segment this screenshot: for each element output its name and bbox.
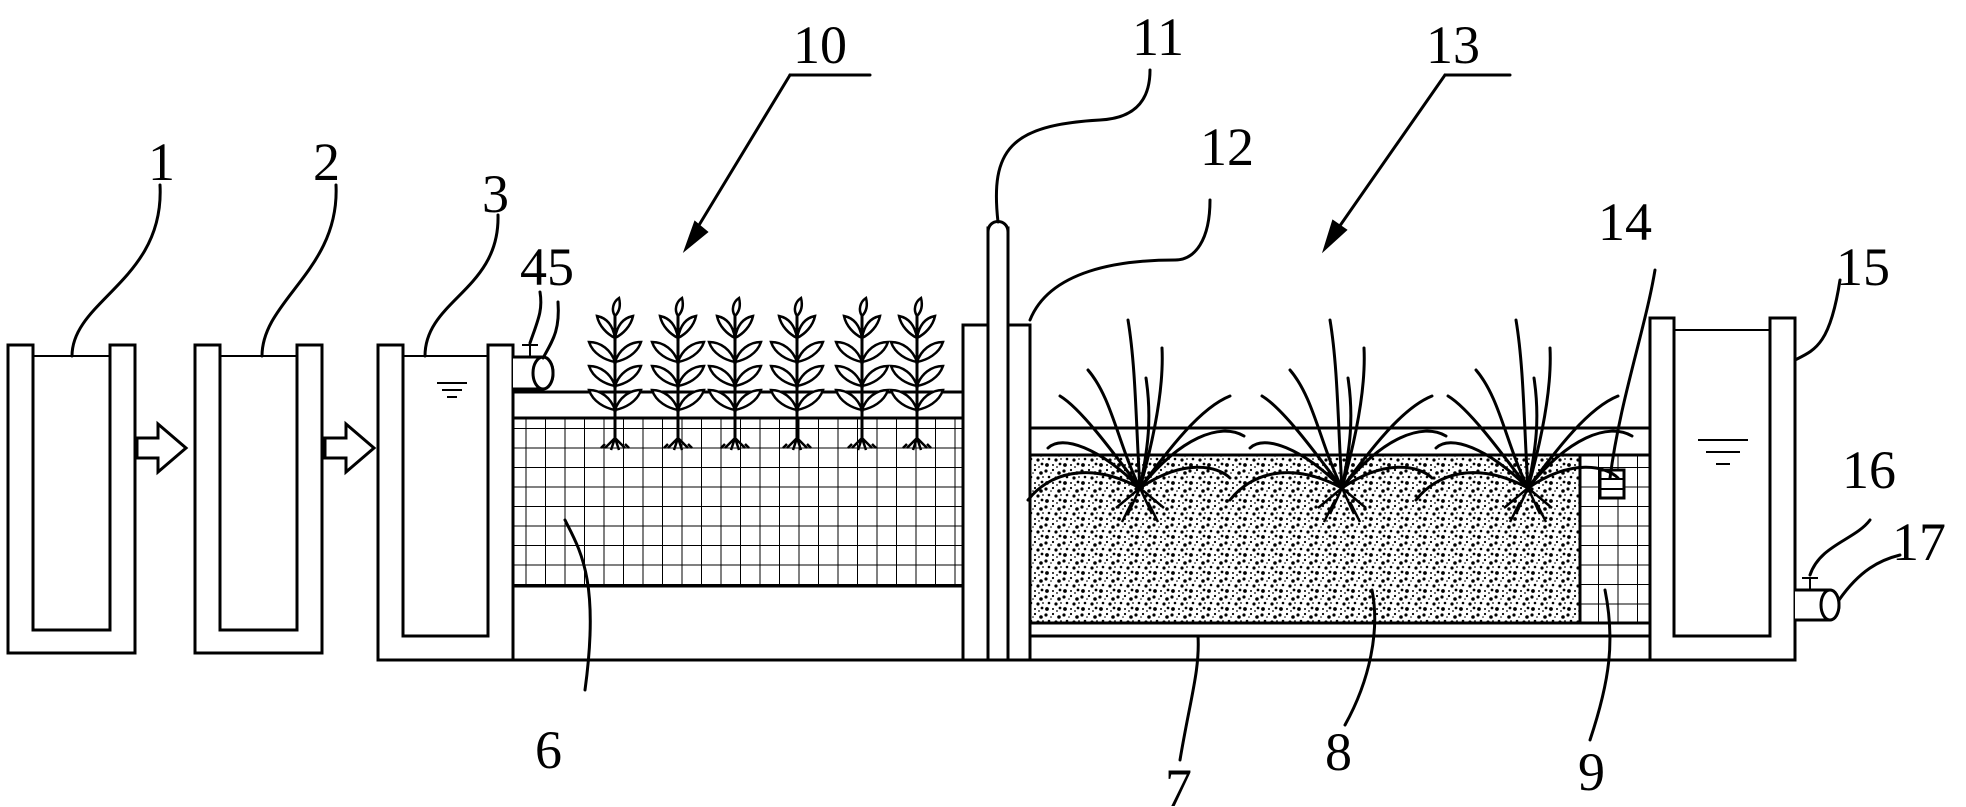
label-10: 10	[793, 15, 847, 75]
arrow-10	[682, 73, 872, 254]
label-1: 1	[148, 132, 175, 192]
label-3: 3	[482, 164, 509, 224]
tank-3	[376, 343, 515, 662]
label-14: 14	[1598, 192, 1652, 252]
label-7: 7	[1165, 758, 1192, 807]
label-2: 2	[313, 132, 340, 192]
partition-wall	[961, 220, 1032, 662]
floating-bed-section	[511, 390, 965, 662]
label-8: 8	[1325, 722, 1352, 782]
label-15: 15	[1836, 237, 1890, 297]
label-6: 6	[535, 720, 562, 780]
label-45: 45	[520, 237, 574, 297]
label-12: 12	[1200, 117, 1254, 177]
label-17: 17	[1892, 512, 1946, 572]
outlet-pipe	[1795, 577, 1841, 622]
arrow-13	[1321, 73, 1512, 254]
label-11: 11	[1132, 7, 1184, 67]
label-9: 9	[1578, 742, 1605, 802]
tank-15	[1648, 316, 1797, 662]
flow-arrow-icon	[323, 420, 377, 476]
tank-1	[6, 343, 137, 655]
leader-lines	[70, 68, 1902, 762]
label-13: 13	[1426, 15, 1480, 75]
tank-2	[193, 343, 324, 655]
flow-arrow-icon	[135, 420, 189, 476]
label-16: 16	[1842, 440, 1896, 500]
